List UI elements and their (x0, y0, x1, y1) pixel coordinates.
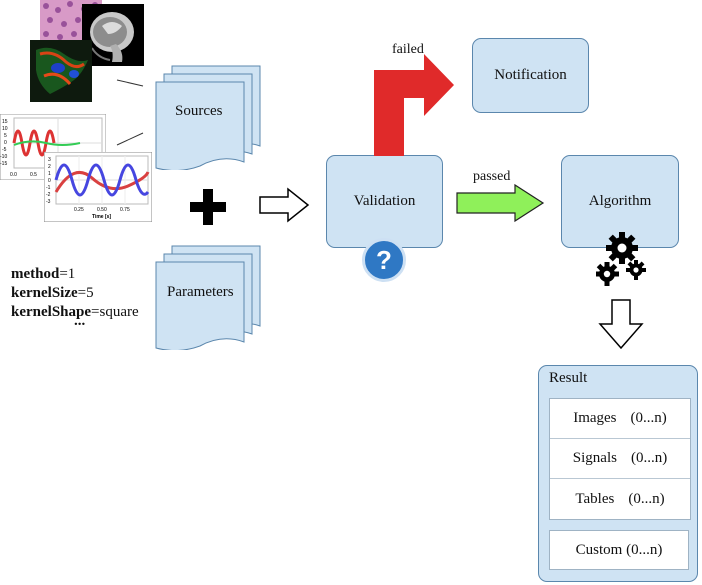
result-item-count: (0...n) (628, 490, 665, 507)
cell-fluorescence-thumbnail (30, 40, 92, 102)
front-x-tick: 0.75 (120, 207, 130, 213)
sources-label: Sources (175, 103, 223, 119)
result-title: Result (549, 370, 588, 386)
result-panel: Result Images (0...n) Signals (0...n) Ta… (538, 365, 698, 582)
result-item-count: (0...n) (630, 450, 668, 466)
front-y-tick: -3 (46, 199, 51, 205)
parameter-value: =1 (59, 266, 76, 282)
front-x-label: Time [s] (92, 214, 111, 220)
parameters-document-stack (155, 245, 261, 350)
question-badge-text: ? (376, 244, 392, 275)
notification-box: Notification (472, 38, 589, 113)
back-x-tick: 0.5 (30, 172, 37, 178)
result-custom-label: Custom (0...n) (575, 541, 663, 558)
plot-connector-line (116, 132, 144, 146)
back-y-tick: 5 (4, 133, 7, 139)
front-y-tick: 2 (48, 164, 51, 170)
question-badge-icon: ? (362, 238, 406, 282)
gears-icon (596, 232, 646, 286)
parameters-list: method=1 kernelSize=5 kernelShape=square (11, 265, 139, 322)
result-item-name: Tables (575, 490, 615, 507)
signal-plot-front: 3 2 1 0 -1 -2 -3 0.25 0.50 0.75 Time [s] (44, 152, 152, 222)
result-row-images: Images (0...n) (550, 399, 690, 439)
validation-label: Validation (353, 193, 416, 209)
result-row-signals: Signals (0...n) (550, 439, 690, 479)
parameter-line: kernelShape=square (11, 303, 139, 322)
back-x-tick: 0.0 (10, 172, 17, 178)
front-y-tick: -2 (46, 192, 51, 198)
result-row-tables: Tables (0...n) (550, 479, 690, 519)
passed-arrow (456, 183, 545, 223)
front-y-tick: 3 (48, 157, 51, 163)
parameter-name: kernelShape (11, 304, 92, 320)
parameters-more: ... (74, 313, 86, 329)
front-x-tick: 0.50 (97, 207, 107, 213)
failed-arrow (374, 54, 454, 156)
parameter-value: =square (91, 304, 139, 320)
back-y-tick: 15 (2, 119, 8, 125)
front-y-tick: -1 (46, 185, 51, 191)
validation-box: Validation (326, 155, 443, 248)
sources-document-stack (155, 65, 261, 170)
back-y-tick: -15 (0, 161, 7, 167)
parameter-name: kernelSize (11, 285, 78, 301)
passed-label: passed (473, 169, 511, 184)
parameters-label: Parameters (167, 284, 234, 300)
parameter-line: method=1 (11, 265, 139, 284)
back-y-tick: -10 (0, 154, 7, 160)
notification-label: Notification (494, 67, 567, 83)
front-y-tick: 0 (48, 178, 51, 184)
parameter-value: =5 (77, 285, 94, 301)
front-y-tick: 1 (48, 171, 51, 177)
parameter-name: method (11, 266, 60, 282)
parameter-line: kernelSize=5 (11, 284, 139, 303)
back-y-tick: 0 (4, 140, 7, 146)
output-arrow (598, 299, 644, 350)
result-item-name: Signals (572, 450, 617, 466)
algorithm-label: Algorithm (588, 193, 652, 209)
result-item-name: Images (573, 410, 617, 426)
image-connector-line (116, 79, 144, 87)
result-row-custom: Custom (0...n) (549, 530, 689, 570)
input-arrow (259, 187, 310, 223)
back-y-tick: -5 (2, 147, 7, 153)
failed-label: failed (392, 42, 424, 57)
plus-icon (190, 189, 226, 225)
back-y-tick: 10 (2, 126, 8, 132)
result-item-count: (0...n) (630, 410, 667, 426)
brain-mri-thumbnail (82, 4, 144, 66)
front-x-tick: 0.25 (74, 207, 84, 213)
result-list: Images (0...n) Signals (0...n) Tables (0… (549, 398, 691, 520)
